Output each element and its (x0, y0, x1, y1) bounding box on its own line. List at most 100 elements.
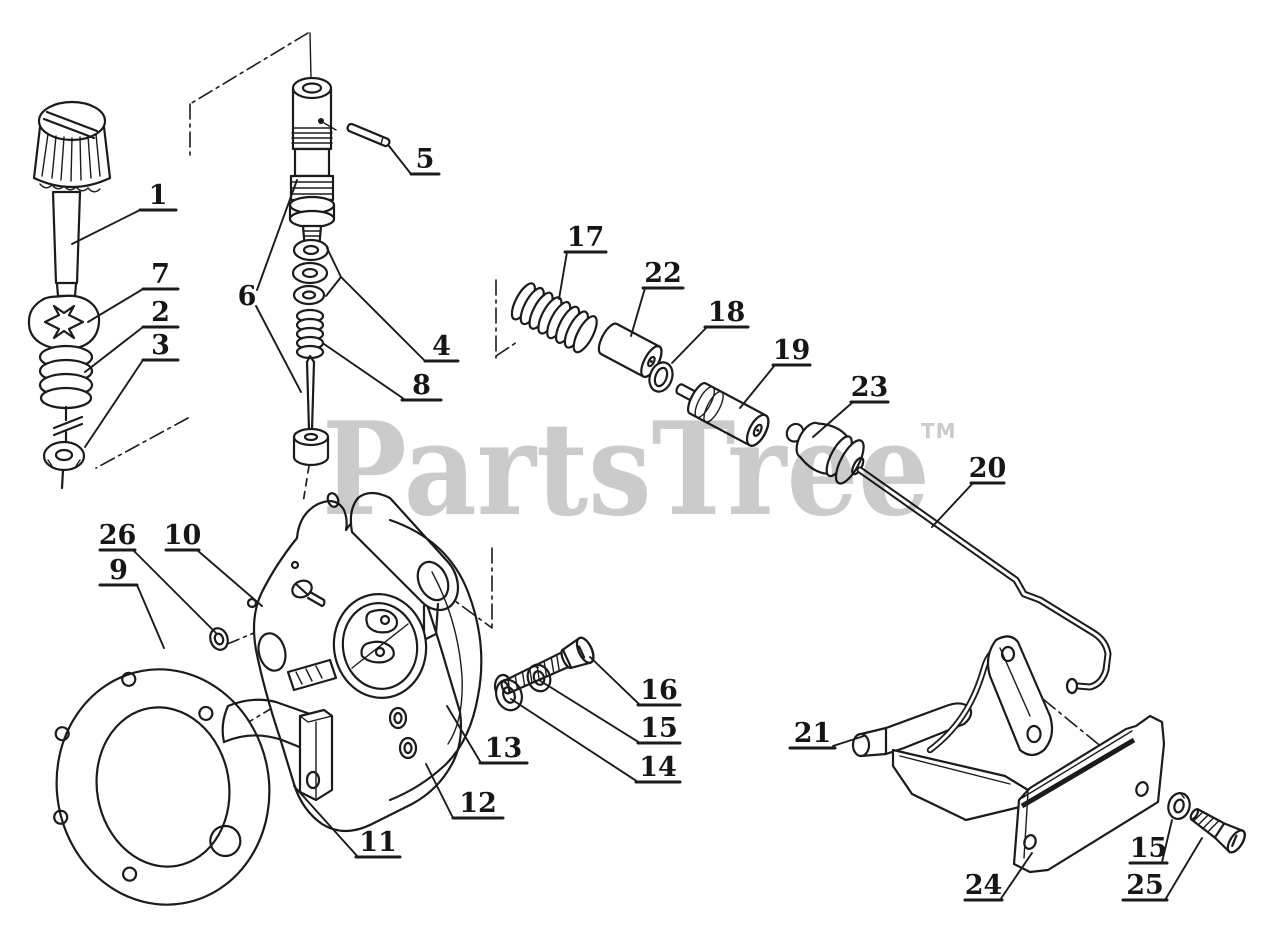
callout-21: 21 (788, 718, 865, 750)
support-bracket (221, 698, 334, 802)
callout-26: 26 (98, 520, 217, 634)
callout-leader-line (425, 763, 454, 819)
callout-number: 16 (640, 675, 678, 706)
callout-leader-line (671, 326, 708, 364)
callout-1: 1 (71, 180, 178, 245)
cup-plug (785, 421, 865, 485)
callout-leader-line (1164, 837, 1203, 901)
callout-number: 18 (708, 297, 746, 328)
callout-leader-line (133, 550, 217, 634)
callout-number: 11 (359, 827, 397, 858)
mounting-gasket (53, 668, 271, 906)
callout-5: 5 (388, 144, 441, 176)
callout-number: 12 (459, 788, 497, 819)
callout-15: 15 (1128, 819, 1173, 865)
needle-and-seat (292, 354, 330, 467)
knob-assembly (32, 100, 112, 314)
callout-number: 19 (773, 335, 811, 366)
callout-leader-line (323, 343, 405, 400)
callout-number: 13 (485, 733, 523, 764)
watermark-tm-icon: TM (921, 419, 957, 443)
callout-number: 15 (640, 713, 678, 744)
control-rod (856, 466, 1112, 695)
callout-3: 3 (84, 330, 180, 448)
callout-leader-line (293, 785, 359, 858)
callout-leader-line (558, 251, 568, 300)
callout-number: 24 (965, 870, 1003, 901)
callout-17: 17 (558, 222, 608, 300)
callout-number: 20 (969, 453, 1007, 484)
callout-10: 10 (164, 520, 263, 607)
mounting-screw (500, 636, 595, 695)
callout-20: 20 (931, 453, 1007, 528)
callout-leader-line (510, 698, 639, 783)
callout-leader-line (87, 288, 144, 323)
callout-number: 5 (416, 144, 435, 175)
washer-stack (291, 238, 330, 306)
knob-spring (38, 344, 94, 410)
callout-number: 25 (1126, 870, 1164, 901)
callout-15: 15 (538, 679, 682, 745)
callout-number: 8 (412, 370, 431, 401)
link-arm (986, 635, 1054, 757)
callout-22: 22 (630, 258, 685, 337)
callout-23: 23 (812, 372, 890, 438)
callout-leader-line (1161, 819, 1173, 863)
callout-number: 26 (99, 520, 137, 551)
callout-number: 10 (164, 520, 202, 551)
needle-valve-body (288, 76, 337, 256)
callout-leader-line (446, 705, 482, 764)
adjust-screw (291, 579, 326, 608)
callout-leader-line (84, 326, 144, 373)
callout-leader-line (832, 735, 865, 747)
callout-leader-line (196, 549, 263, 607)
callout-leader-line (326, 247, 426, 362)
callout-number: 2 (151, 297, 170, 328)
callout-number: 6 (238, 281, 257, 312)
callout-number: 9 (109, 555, 128, 586)
callout-8: 8 (323, 343, 443, 402)
callout-number: 23 (851, 372, 889, 403)
callout-number: 1 (149, 180, 168, 211)
screw-2 (1189, 808, 1246, 854)
o-ring (648, 361, 674, 393)
callout-leader-line (538, 679, 641, 744)
callout-number: 15 (1130, 833, 1168, 864)
callout-leader-line (136, 584, 165, 649)
lock-washer-2 (1167, 792, 1191, 820)
hex-nut (42, 405, 86, 490)
callout-leader-line (388, 145, 412, 175)
pin (346, 122, 391, 148)
callout-12: 12 (425, 763, 505, 820)
plunger (675, 382, 770, 447)
callout-leader-line (589, 656, 641, 706)
star-washer (27, 294, 101, 351)
callout-9: 9 (98, 555, 165, 649)
watermark: PartsTree TM (322, 395, 957, 545)
callout-13: 13 (446, 705, 529, 765)
callout-2: 2 (84, 297, 180, 373)
callout-number: 17 (567, 222, 605, 253)
callout-number: 7 (151, 259, 170, 290)
callout-number: 22 (644, 258, 682, 289)
callout-24: 24 (963, 852, 1033, 902)
callout-leader-line (325, 276, 342, 297)
callout-number: 3 (151, 330, 170, 361)
callout-number: 14 (639, 752, 677, 783)
callout-leader-line (739, 364, 776, 409)
callout-leader-line (630, 287, 646, 337)
callout-11: 11 (293, 785, 402, 859)
callout-19: 19 (739, 335, 812, 409)
callout-leader-line (256, 179, 298, 291)
callout-leader-line (71, 209, 141, 245)
callout-leader-line (84, 359, 144, 448)
callout-leader-line (931, 482, 974, 528)
callout-14: 14 (510, 698, 682, 784)
callout-leader-line (999, 852, 1033, 901)
needle-spring (295, 308, 325, 360)
callout-6: 6 (238, 179, 302, 393)
callout-18: 18 (671, 297, 750, 364)
